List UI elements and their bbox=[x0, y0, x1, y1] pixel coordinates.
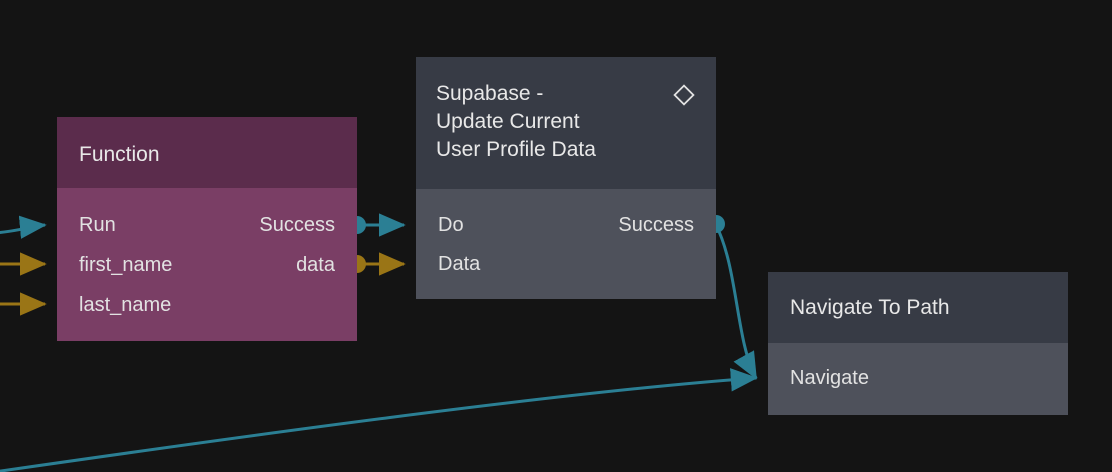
wire-supabase-success-to-navigate bbox=[714, 224, 758, 380]
node-navigate-to-path[interactable]: Navigate To Path Navigate bbox=[768, 272, 1068, 415]
node-supabase-title: Supabase - Update Current User Profile D… bbox=[436, 82, 596, 161]
node-navigate-title: Navigate To Path bbox=[790, 296, 950, 319]
diamond-icon[interactable] bbox=[672, 83, 696, 107]
port-label-first-name[interactable]: first_name bbox=[79, 254, 173, 276]
node-function-header[interactable]: Function bbox=[57, 117, 357, 188]
port-label-navigate[interactable]: Navigate bbox=[790, 367, 869, 389]
wire-incoming-run bbox=[0, 215, 47, 239]
port-label-function-data[interactable]: data bbox=[296, 254, 335, 276]
node-navigate-header[interactable]: Navigate To Path bbox=[768, 272, 1068, 343]
wire-incoming-navigate bbox=[0, 368, 758, 472]
node-function-body: Run Success first_name data last_name bbox=[57, 188, 357, 341]
port-label-supabase-success[interactable]: Success bbox=[618, 214, 694, 236]
port-label-last-name[interactable]: last_name bbox=[79, 294, 172, 316]
node-supabase-header[interactable]: Supabase - Update Current User Profile D… bbox=[416, 57, 716, 189]
port-label-run[interactable]: Run bbox=[79, 214, 116, 236]
node-supabase-body: Do Success Data bbox=[416, 189, 716, 299]
node-supabase-update-current-user-profile-data[interactable]: Supabase - Update Current User Profile D… bbox=[416, 57, 716, 299]
node-function[interactable]: Function Run Success first_name data las… bbox=[57, 117, 357, 341]
port-label-function-success[interactable]: Success bbox=[259, 214, 335, 236]
node-navigate-body: Navigate bbox=[768, 343, 1068, 415]
node-function-title: Function bbox=[79, 143, 160, 166]
port-label-data[interactable]: Data bbox=[438, 253, 481, 275]
port-label-do[interactable]: Do bbox=[438, 214, 464, 236]
